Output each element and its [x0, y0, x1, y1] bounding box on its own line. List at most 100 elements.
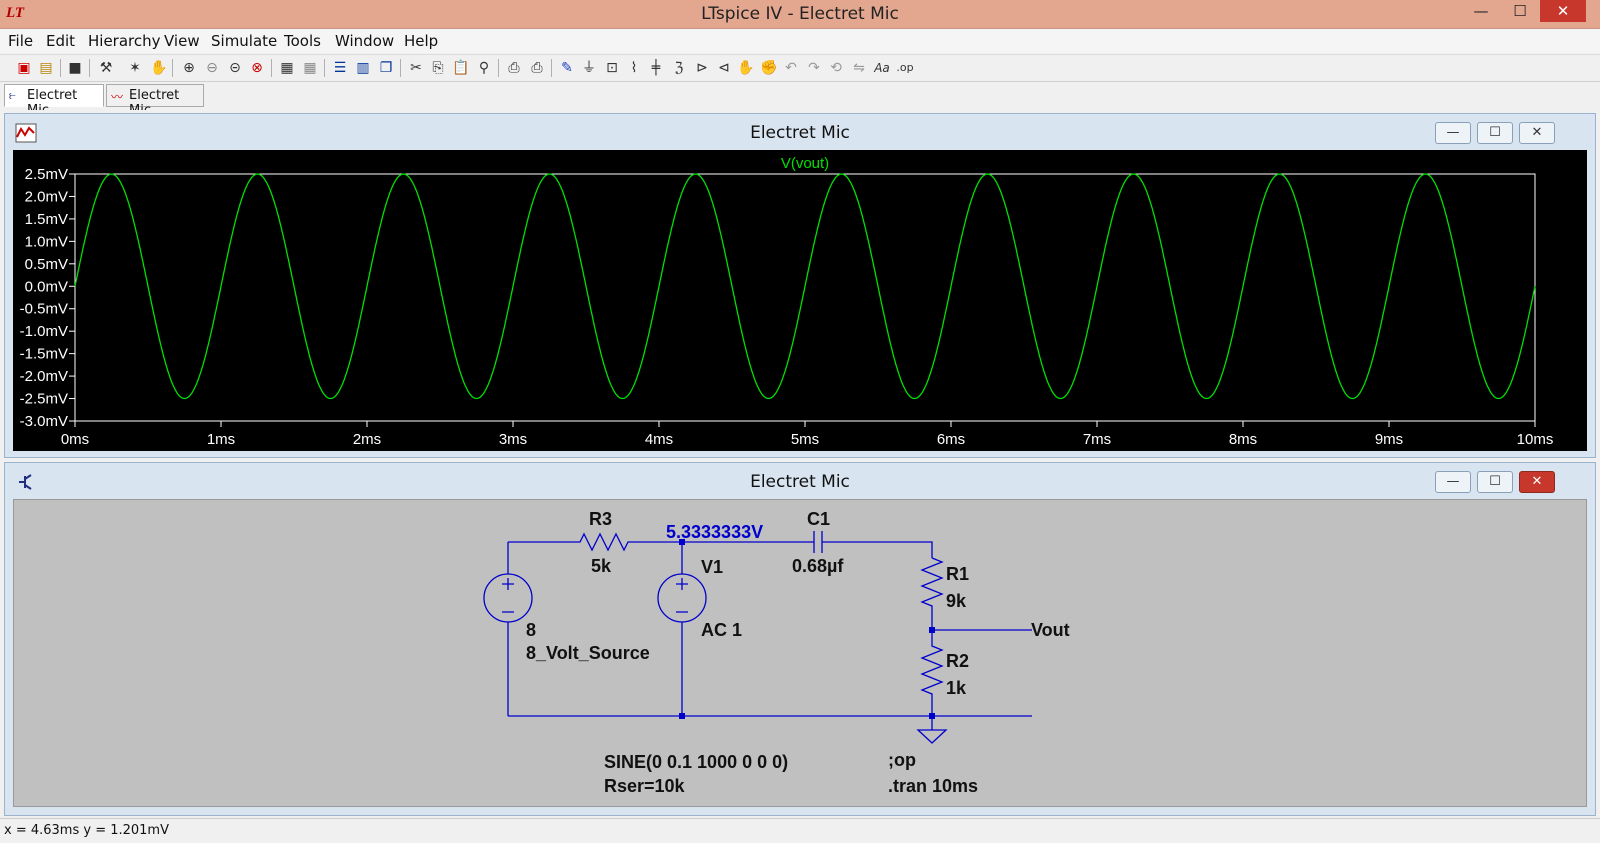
plot-frame [74, 173, 1536, 422]
y-tick-label: 0.5mV [25, 256, 68, 273]
x-tick-label: 5ms [791, 431, 819, 448]
waveform-window-title: Electret Mic [750, 123, 850, 143]
toolbar: ▣ ▤ ■ ⚒ ✶ ✋ ⊕ ⊖ ⊝ ⊗ ▦ ▦ ☰ ▥ ❐ ✂ ⎘ 📋 ⚲ ⎙ … [0, 54, 1600, 82]
junction-dot [929, 627, 935, 633]
resistor-r1 [920, 557, 944, 630]
voltage-source-8v [483, 573, 533, 623]
zoom-out-icon[interactable]: ⊖ [206, 60, 218, 76]
paste-icon[interactable]: 📋 [452, 60, 470, 76]
waveform-icon [15, 123, 37, 143]
run-icon[interactable]: ✶ [129, 60, 141, 76]
zoom-in-icon[interactable]: ⊕ [183, 60, 195, 76]
tab-waveform[interactable]: 〰 Electret Mic [106, 84, 204, 118]
capacitor-c1 [813, 531, 823, 553]
halt-icon[interactable]: ✋ [150, 60, 168, 76]
junction-dot [679, 713, 685, 719]
rotate-icon[interactable]: ⟲ [830, 60, 842, 76]
cut-icon[interactable]: ✂ [410, 60, 422, 76]
tab-schematic[interactable]: ⥼ Electret Mic [4, 84, 104, 118]
menu-bar: File Edit Hierarchy View Simulate Tools … [0, 29, 1600, 53]
y-tick-label: -2.5mV [20, 391, 68, 408]
sine-spec-line1: SINE(0 0.1 1000 0 0 0) [604, 752, 788, 772]
schematic-icon [19, 474, 32, 490]
junction-dot [929, 713, 935, 719]
waveform-maximize-button[interactable]: ☐ [1477, 122, 1513, 144]
tile-vertical-icon[interactable]: ▥ [356, 60, 370, 76]
cascade-icon[interactable]: ❐ [379, 60, 393, 76]
menu-window[interactable]: Window [335, 32, 395, 50]
schematic-canvas[interactable]: R3 5k 5.3333333V C1 0.68µf V1 AC 1 8 8_V… [13, 499, 1587, 807]
undo-icon[interactable]: ↶ [785, 60, 797, 76]
menu-file[interactable]: File [8, 32, 34, 50]
menu-tools[interactable]: Tools [284, 32, 321, 50]
title-bar: LT LTspice IV - Electret Mic — ☐ ✕ [0, 0, 1600, 29]
toolbar-separator [60, 59, 61, 77]
resistor-r3 [576, 532, 682, 552]
open-icon[interactable]: ▤ [39, 60, 53, 76]
x-tick-label: 4ms [645, 431, 673, 448]
toolbar-separator [551, 59, 552, 77]
waveform-close-button[interactable]: ✕ [1519, 122, 1555, 144]
menu-simulate[interactable]: Simulate [211, 32, 278, 50]
maximize-button[interactable]: ☐ [1513, 2, 1527, 20]
waveform-chart[interactable]: 2.5mV2.0mV1.5mV1.0mV0.5mV0.0mV-0.5mV-1.0… [13, 150, 1587, 451]
schematic-minimize-button[interactable]: — [1435, 471, 1471, 493]
menu-edit[interactable]: Edit [46, 32, 76, 50]
resistor-icon[interactable]: ⌇ [630, 60, 638, 76]
schematic-maximize-button[interactable]: ☐ [1477, 471, 1513, 493]
minimize-button[interactable]: — [1473, 2, 1489, 20]
move-icon[interactable]: ✋ [737, 60, 755, 76]
menu-view[interactable]: View [164, 32, 200, 50]
schematic-drawing[interactable]: R3 5k 5.3333333V C1 0.68µf V1 AC 1 8 8_V… [14, 500, 1586, 806]
draw-wire-icon[interactable]: ✎ [561, 60, 573, 76]
menu-help[interactable]: Help [404, 32, 439, 50]
toolbar-separator [271, 59, 272, 77]
cursor-readout: x = 4.63ms y = 1.201mV [4, 823, 169, 838]
node-voltage: 5.3333333V [666, 522, 763, 542]
r2-value: 1k [946, 678, 967, 698]
zoom-area-icon[interactable]: ⊝ [229, 60, 241, 76]
capacitor-icon[interactable]: ╪ [651, 60, 661, 76]
new-schematic-icon[interactable]: ▣ [17, 60, 31, 76]
r1-name: R1 [946, 564, 969, 584]
y-tick-label: 1.5mV [25, 211, 68, 228]
ltspice-logo-icon[interactable]: LT [6, 5, 25, 21]
find-icon[interactable]: ⚲ [478, 60, 490, 76]
c1-value: 0.68µf [792, 556, 844, 576]
save-icon[interactable]: ■ [68, 60, 82, 76]
print-preview-icon[interactable]: ⎙ [508, 60, 520, 76]
toolbar-separator [498, 59, 499, 77]
toolbar-separator [172, 59, 173, 77]
spice-directive-icon[interactable]: .op [896, 61, 914, 74]
print-icon[interactable]: ⎙ [531, 60, 543, 76]
control-panel-icon[interactable]: ⚒ [99, 60, 113, 76]
copy-icon[interactable]: ⎘ [432, 60, 444, 76]
x-tick-label: 10ms [1517, 431, 1554, 448]
r1-value: 9k [946, 591, 967, 611]
manual-limits-icon[interactable]: ▦ [303, 60, 317, 76]
menu-hierarchy[interactable]: Hierarchy [88, 32, 161, 50]
tab-strip: ⥼ Electret Mic 〰 Electret Mic [0, 83, 1600, 118]
waveform-minimize-button[interactable]: — [1435, 122, 1471, 144]
autorange-icon[interactable]: ▦ [280, 60, 294, 76]
ground-icon[interactable]: ⏚ [582, 60, 596, 76]
y-tick-label: 2.0mV [25, 188, 68, 205]
r3-value: 5k [591, 556, 612, 576]
schematic-close-button[interactable]: ✕ [1519, 471, 1555, 493]
inductor-icon[interactable]: ℨ [674, 60, 684, 76]
tile-horizontal-icon[interactable]: ☰ [333, 60, 347, 76]
diode-icon[interactable]: ⊳ [696, 60, 708, 76]
close-button[interactable]: ✕ [1540, 0, 1586, 22]
component-icon[interactable]: ⊲ [718, 60, 730, 76]
resistor-r2 [920, 630, 944, 716]
text-icon[interactable]: Aa [874, 61, 890, 75]
drag-icon[interactable]: ✊ [760, 60, 778, 76]
redo-icon[interactable]: ↷ [808, 60, 820, 76]
zoom-cancel-icon[interactable]: ⊗ [251, 60, 263, 76]
source-value: 8 [526, 620, 536, 640]
label-net-icon[interactable]: ⊡ [606, 60, 618, 76]
mirror-icon[interactable]: ⇋ [853, 60, 865, 76]
schematic-window-title: Electret Mic [750, 472, 850, 492]
